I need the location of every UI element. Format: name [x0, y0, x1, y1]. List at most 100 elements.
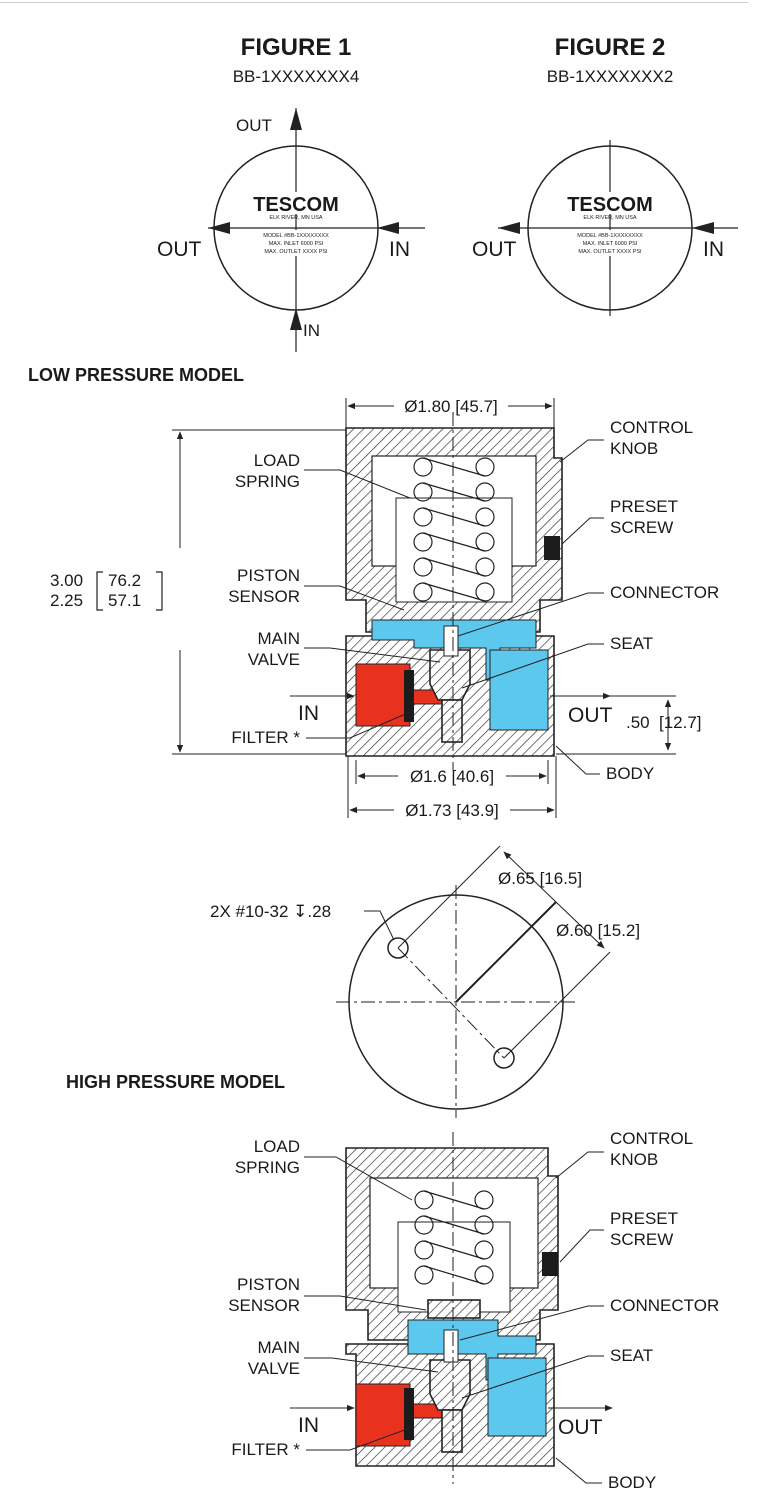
filter-element: [404, 670, 414, 722]
main-valve: [429, 649, 471, 701]
label-load-spring: SPRING: [235, 1158, 300, 1177]
filter-element: [404, 1388, 414, 1440]
piston-sensor: [427, 1299, 481, 1319]
label-preset-screw: SCREW: [610, 518, 673, 537]
figure-1-nameplate: TESCOM ELK RIVER, MN USA MODEL #BB-1XXXX…: [248, 192, 344, 256]
label-control-knob: CONTROL: [610, 1129, 693, 1148]
valve-plug: [441, 1409, 463, 1453]
inlet-port: [355, 663, 411, 727]
low-pressure-heading: LOW PRESSURE MODEL: [28, 365, 244, 385]
figure-2-out-label: OUT: [472, 238, 517, 261]
top-divider: [0, 2, 748, 3]
mounting-hole: [493, 1047, 515, 1069]
preset-screw: [542, 1252, 558, 1276]
figure-1-part: BB-1XXXXXXX4: [233, 67, 360, 86]
dim-bottom-diameter: Ø1.73 [43.9]: [405, 801, 499, 820]
high-in-label: IN: [298, 1414, 319, 1437]
figure-2-out-arrow: [498, 222, 520, 234]
mounting-hole: [387, 937, 409, 959]
high-pressure-section-view: [290, 1132, 613, 1484]
connector-passage: [407, 1319, 537, 1381]
dim-height-in-1: 3.00: [50, 571, 83, 590]
dim-bolt-circle: Ø.65 [16.5]: [498, 869, 582, 888]
label-preset-screw: PRESET: [610, 1209, 678, 1228]
bottom-view: Ø.65 [16.5] Ø.60 [15.2] 2X #10-32 ↧.28: [210, 845, 640, 1118]
label-piston-sensor: PISTON: [237, 1275, 300, 1294]
valve-plug: [441, 699, 463, 743]
label-seat: SEAT: [610, 634, 653, 653]
figure-1-in-bottom-label: IN: [303, 321, 320, 340]
label-preset-screw: PRESET: [610, 497, 678, 516]
label-connector: CONNECTOR: [610, 1296, 719, 1315]
holes-callout: 2X #10-32 ↧.28: [210, 902, 331, 921]
figure-1-in-right-label: IN: [389, 238, 410, 261]
figure-1: FIGURE 1 BB-1XXXXXXX4 OUT OUT IN IN TESC…: [157, 34, 425, 352]
high-pressure-callouts: IN OUT LOAD SPRING PISTON SENSOR MAIN VA…: [228, 1129, 719, 1492]
figure-1-out-left-label: OUT: [157, 238, 202, 261]
figure-2-title: FIGURE 2: [555, 34, 666, 61]
main-valve: [429, 1359, 471, 1411]
label-piston-sensor: SENSOR: [228, 587, 300, 606]
inlet-port: [355, 1383, 411, 1447]
dim-top-diameter: Ø1.80 [45.7]: [404, 397, 498, 416]
figure-2-in-arrow: [692, 222, 714, 234]
high-pressure-heading: HIGH PRESSURE MODEL: [66, 1072, 285, 1092]
label-control-knob: KNOB: [610, 439, 658, 458]
label-filter: FILTER *: [231, 728, 300, 747]
low-out-label: OUT: [568, 704, 613, 727]
figure-1-out-left-arrow: [208, 222, 230, 234]
dim-body-diameter: Ø1.6 [40.6]: [410, 767, 494, 786]
figure-1-in-bottom-arrow: [290, 308, 302, 330]
dim-height-mm-2: 57.1: [108, 591, 141, 610]
label-load-spring: LOAD: [254, 451, 300, 470]
dim-height-in-2: 2.25: [50, 591, 83, 610]
figure-2-nameplate: TESCOM ELK RIVER, MN USA MODEL #BB-1XXXX…: [562, 192, 658, 256]
low-pressure-callouts: IN OUT LOAD SPRING PISTON SENSOR MAIN VA…: [228, 418, 719, 783]
load-spring: [414, 1190, 494, 1285]
nameplate-max-inlet: MAX. INLET 6000 PSI: [269, 241, 324, 247]
nameplate-origin: ELK RIVER, MN USA: [269, 215, 323, 221]
label-connector: CONNECTOR: [610, 583, 719, 602]
label-body: BODY: [606, 764, 654, 783]
figure-2-in-label: IN: [703, 238, 724, 261]
outlet-port: [489, 649, 549, 731]
label-main-valve: MAIN: [258, 1338, 301, 1357]
nameplate-model: MODEL #BB-1XXXXXXXX: [263, 233, 329, 239]
label-main-valve: VALVE: [248, 1359, 300, 1378]
label-filter: FILTER *: [231, 1440, 300, 1459]
figure-1-in-right-arrow: [377, 222, 399, 234]
label-load-spring: LOAD: [254, 1137, 300, 1156]
dim-port-height-in: .50: [626, 713, 650, 732]
label-main-valve: MAIN: [258, 629, 301, 648]
figure-2: FIGURE 2 BB-1XXXXXXX2 OUT IN TESCOM ELK …: [472, 34, 738, 316]
figure-1-out-top-arrow: [290, 108, 302, 130]
low-in-label: IN: [298, 702, 319, 725]
figure-1-out-top-label: OUT: [236, 116, 272, 135]
dim-pilot: Ø.60 [15.2]: [556, 921, 640, 940]
tescom-logo: TESCOM: [253, 194, 339, 216]
low-pressure-section-view: [345, 412, 563, 770]
preset-screw: [544, 536, 560, 560]
outlet-port: [487, 1357, 547, 1437]
nameplate-max-outlet: MAX. OUTLET XXXX PSI: [578, 249, 642, 255]
nameplate-max-outlet: MAX. OUTLET XXXX PSI: [264, 249, 328, 255]
label-seat: SEAT: [610, 1346, 653, 1365]
high-out-label: OUT: [558, 1416, 603, 1439]
label-preset-screw: SCREW: [610, 1230, 673, 1249]
nameplate-origin: ELK RIVER, MN USA: [583, 215, 637, 221]
load-spring: [413, 457, 495, 602]
label-body: BODY: [608, 1473, 656, 1492]
tescom-logo: TESCOM: [567, 194, 653, 216]
nameplate-model: MODEL #BB-1XXXXXXXX: [577, 233, 643, 239]
label-piston-sensor: SENSOR: [228, 1296, 300, 1315]
label-control-knob: CONTROL: [610, 418, 693, 437]
label-load-spring: SPRING: [235, 472, 300, 491]
label-control-knob: KNOB: [610, 1150, 658, 1169]
label-piston-sensor: PISTON: [237, 566, 300, 585]
dim-port-height-mm: [12.7]: [659, 713, 702, 732]
low-pressure-dimensions: Ø1.80 [45.7] 3.00 2.25 76.2 57.1 Ø1.6 [4…: [50, 397, 702, 820]
nameplate-max-inlet: MAX. INLET 6000 PSI: [583, 241, 638, 247]
dim-height-mm-1: 76.2: [108, 571, 141, 590]
figure-1-title: FIGURE 1: [241, 34, 352, 61]
